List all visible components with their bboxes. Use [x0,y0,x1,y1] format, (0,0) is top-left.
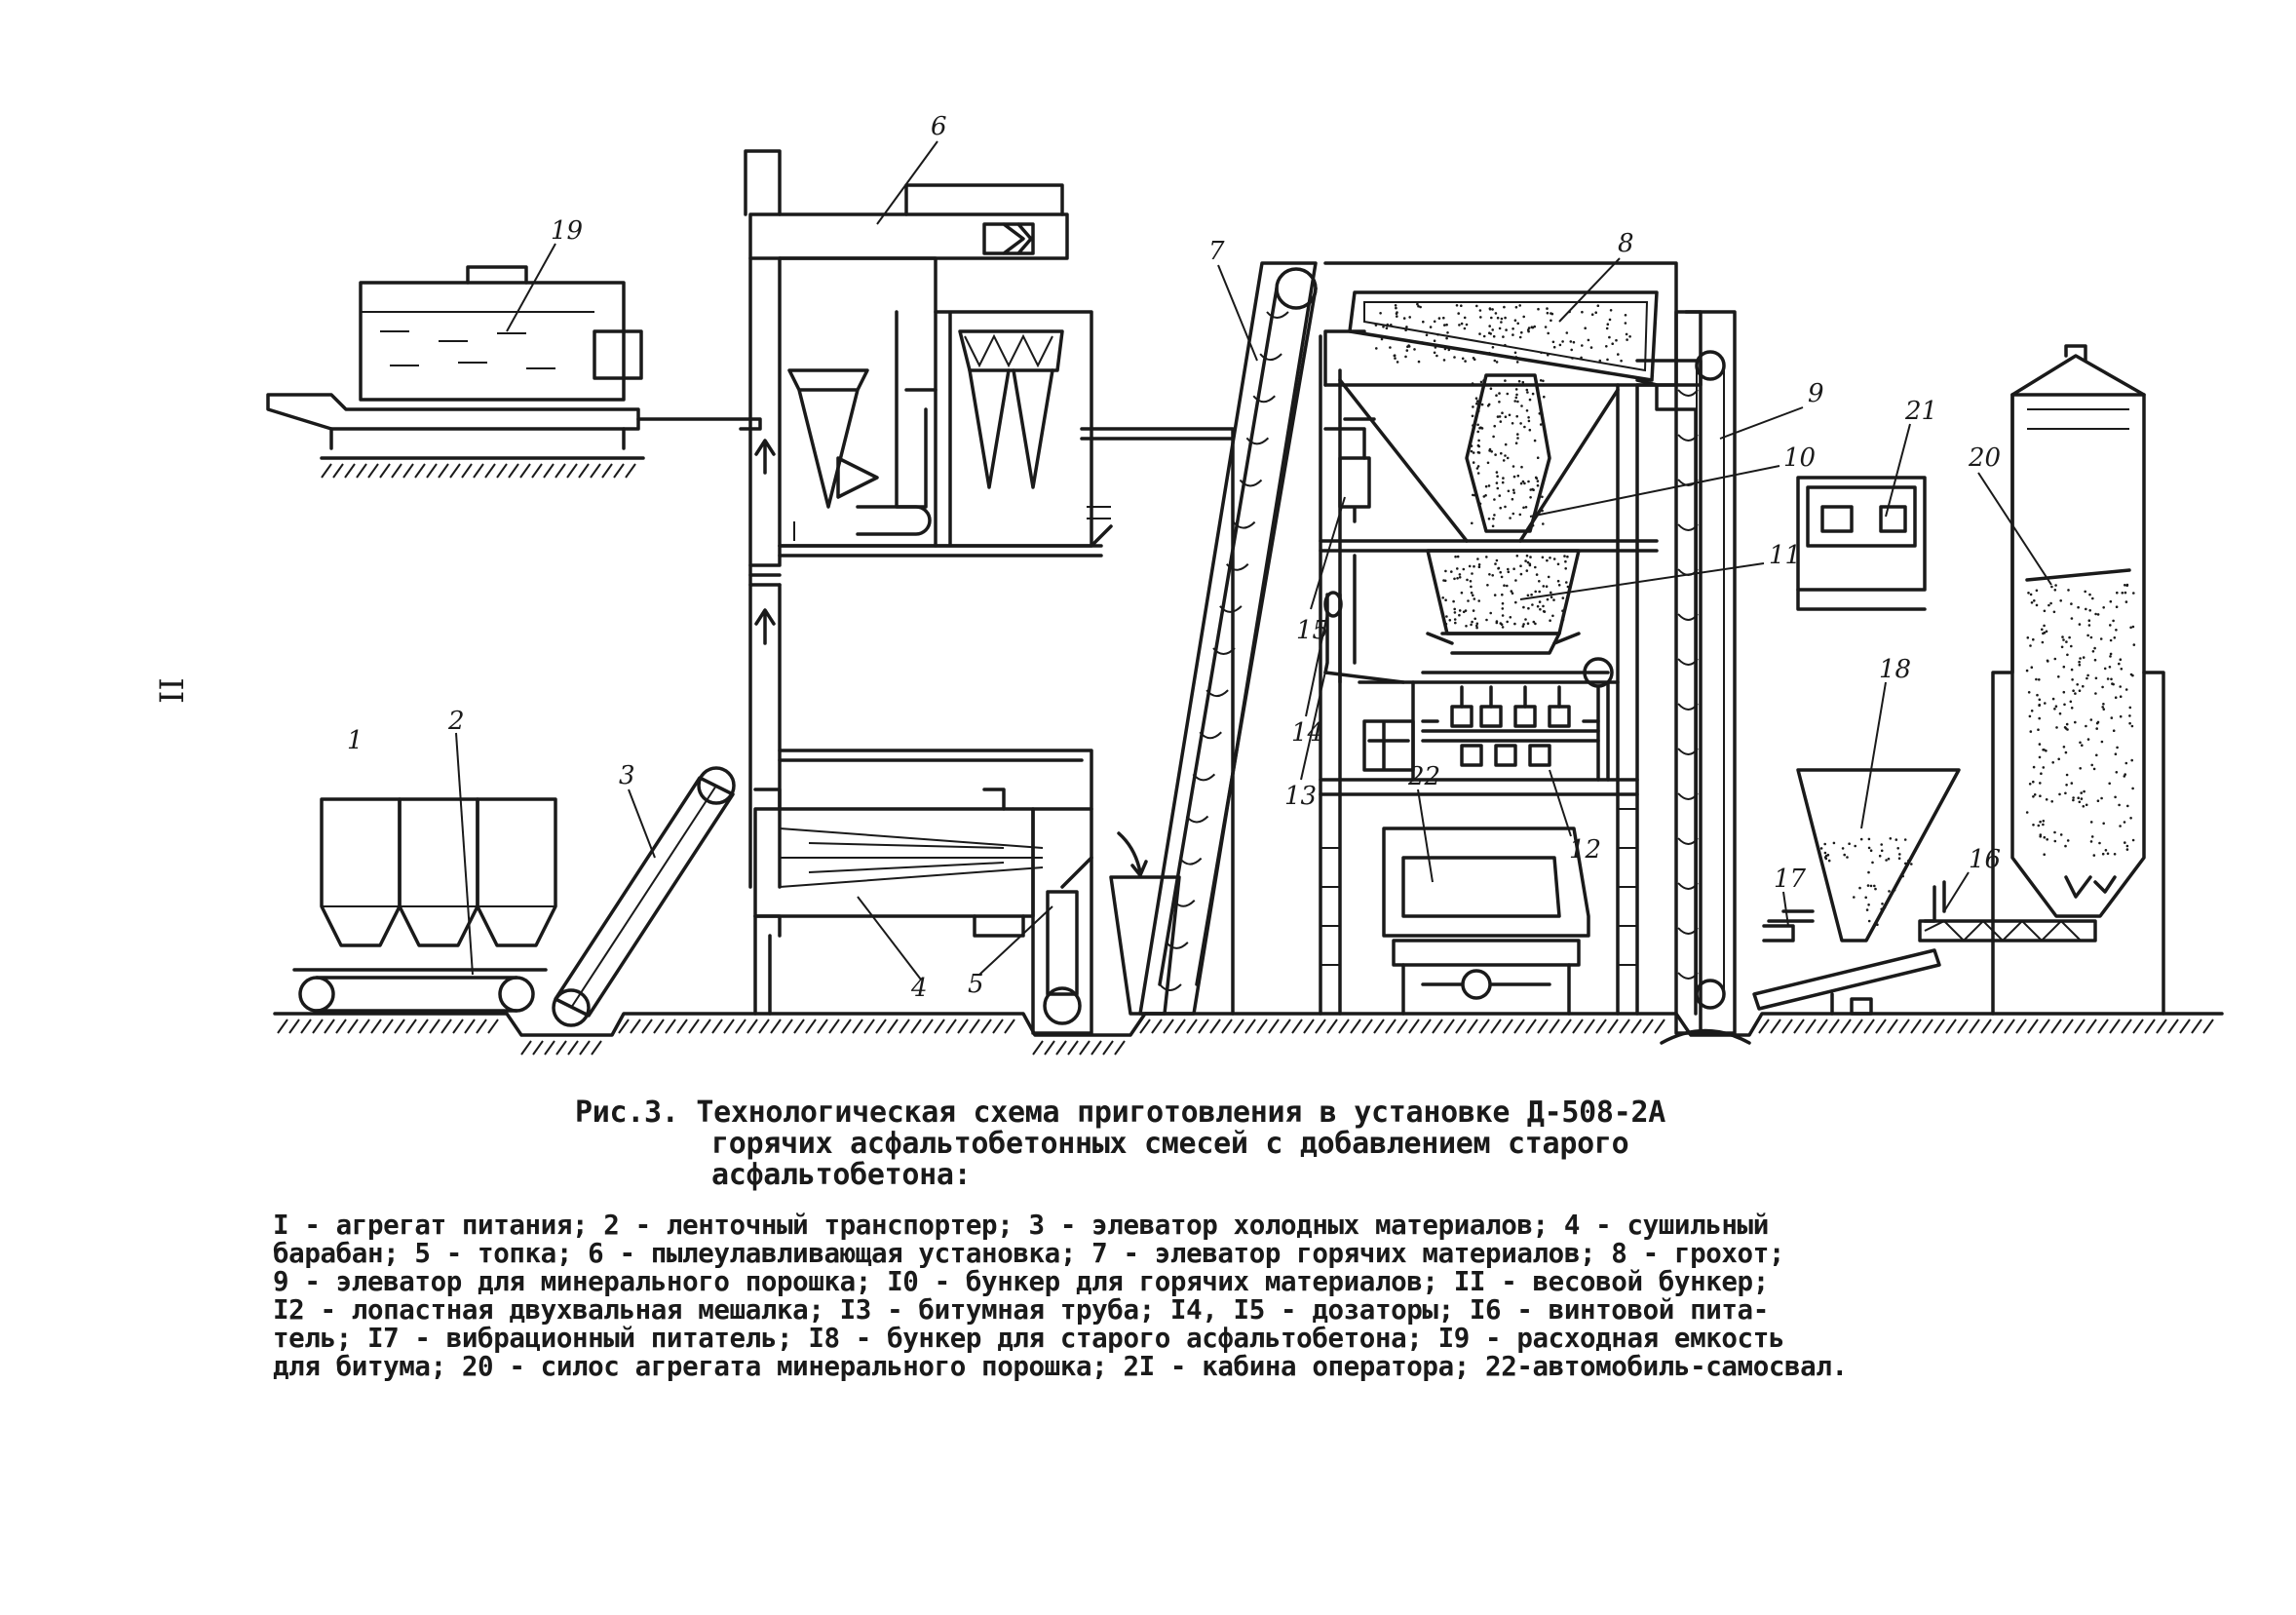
legend-line: барабан; 5 - топка; 6 - пылеулавливающая… [273,1238,1785,1269]
label-13: 13 [1284,782,1317,811]
process-flow-diagram: II [153,112,2224,1056]
label-21: 21 [1904,397,1937,426]
mineral-powder-elevator [1660,310,1751,1045]
label-1: 1 [347,726,364,755]
legend-line: I2 - лопастная двухвальная мешалка; I3 -… [273,1294,1769,1326]
label-6: 6 [931,112,947,141]
caption-line: Рис.3. Технологическая схема приготовлен… [575,1096,1665,1130]
label-8: 8 [1618,229,1634,258]
component-labels: 1 2 3 4 5 6 7 8 9 10 11 12 13 14 15 16 1… [347,112,2052,1003]
label-2: 2 [447,707,465,736]
hot-materials-elevator [1109,261,1318,1016]
caption-line: горячих асфальтобетонных смесей с добавл… [711,1127,1629,1161]
label-14: 14 [1291,718,1323,748]
caption-line: асфальтобетона: [711,1158,972,1192]
feeding-unit [320,797,557,947]
exhaust-duct [748,439,1093,889]
operator-cabin [1796,476,1927,611]
paddle-mixer [1411,657,1614,782]
label-18: 18 [1879,655,1911,684]
label-19: 19 [551,216,583,246]
figure-legend: I - агрегат питания; 2 - ленточный транс… [273,1211,2212,1381]
belt-conveyor [292,968,548,1013]
label-17: 17 [1774,865,1807,894]
legend-line: тель; I7 - вибрационный питатель; I8 - б… [273,1323,1785,1354]
old-asphalt-bunker [1752,768,1961,1016]
cold-materials-elevator [552,766,736,1027]
label-3: 3 [619,761,635,790]
label-4: 4 [910,974,928,1003]
legend-line: для битума; 20 - силос агрегата минераль… [273,1351,1848,1382]
screw-feeder [1918,880,2097,942]
legend-line: 9 - элеватор для минерального порошка; I… [273,1266,1769,1297]
figure-caption: Рис.3. Технологическая схема приготовлен… [575,1097,1842,1191]
drying-drum [753,788,1044,1016]
weighing-hopper [1353,549,1620,684]
dust-collector [744,149,1235,1016]
label-15: 15 [1296,616,1328,645]
ground-line [273,456,2224,1056]
mineral-powder-silo [1991,344,2165,1016]
furnace [1031,807,1093,1035]
hot-materials-bin [1465,373,1551,533]
label-5: 5 [968,970,984,999]
label-10: 10 [1783,443,1816,473]
label-20: 20 [1968,443,2001,473]
label-22: 22 [1407,762,1440,791]
label-16: 16 [1969,845,2001,874]
dump-truck [1382,827,1590,1016]
mixing-tower [1319,334,1703,1016]
legend-line: I - агрегат питания; 2 - ленточный транс… [273,1210,1769,1241]
page-number: II [153,677,192,704]
label-7: 7 [1208,237,1225,266]
screen [1323,261,1678,387]
label-9: 9 [1808,379,1824,408]
bitumen-tank [266,265,762,450]
label-12: 12 [1569,835,1601,865]
label-11: 11 [1769,541,1801,570]
